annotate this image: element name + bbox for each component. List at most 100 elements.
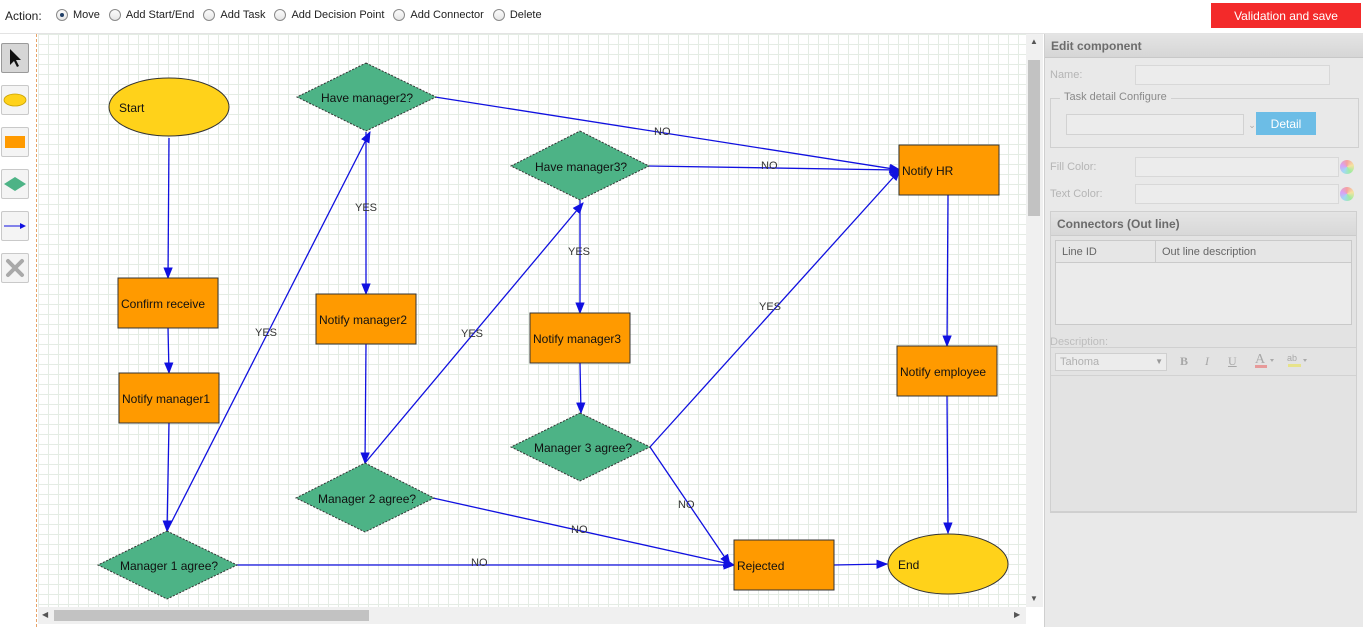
mode-label: Delete [509,9,542,21]
connector-rejected-end[interactable] [833,559,889,569]
decision-manager1-agree[interactable]: Manager 1 agree? [96,530,239,600]
text-color-input[interactable] [1135,184,1339,204]
detail-button[interactable]: Detail [1256,112,1316,135]
mode-label: Add Task [220,9,266,21]
highlight-color-button[interactable]: ab [1287,351,1309,373]
connector-agree2-rejected[interactable] [432,497,736,568]
mode-move-radio[interactable]: Move [56,9,100,21]
highlight-icon: ab [1287,353,1307,367]
connector-confirm-notify1[interactable] [164,327,174,375]
column-header-line-id[interactable]: Line ID [1056,241,1156,263]
task-notify-manager1[interactable]: Notify manager1 [118,372,220,424]
mode-add-task-radio[interactable]: Add Task [203,9,265,21]
scroll-left-icon[interactable]: ◀ [42,610,49,619]
task-rejected[interactable]: Rejected [733,539,835,591]
font-select[interactable]: Tahoma ▼ [1055,353,1167,371]
description-editor[interactable]: Tahoma ▼ B I U A ab [1050,347,1357,512]
edge-label-no: NO [761,160,778,172]
edit-component-panel: Edit component Name: Task detail Configu… [1044,34,1363,627]
panel-title: Edit component [1045,34,1363,58]
ellipse-icon [3,93,27,107]
task-label: Notify manager1 [122,392,210,406]
name-label: Name: [1050,69,1083,81]
delete-tool[interactable] [1,253,29,283]
font-color-button[interactable]: A [1254,351,1276,373]
scroll-down-icon[interactable]: ▼ [1030,594,1038,603]
decision-have-manager2[interactable]: Have manager2? [295,62,438,132]
connector-agree1-have2[interactable] [166,130,371,532]
mode-delete-radio[interactable]: Delete [492,9,542,21]
connector-notify3-agree3[interactable] [576,362,586,415]
color-picker-icon[interactable] [1340,160,1354,174]
mode-add-decision-radio[interactable]: Add Decision Point [274,9,384,21]
start-end-tool[interactable] [1,85,29,115]
fill-color-input[interactable] [1135,157,1339,177]
mode-add-start-end-radio[interactable]: Add Start/End [108,9,194,21]
scroll-up-icon[interactable]: ▲ [1030,37,1038,46]
scroll-thumb[interactable] [54,610,369,621]
end-node[interactable]: End [887,533,1009,595]
connector-agree2-have3[interactable] [364,202,584,464]
connector-agree3-rejected[interactable] [649,446,731,566]
connector-hr-employee[interactable] [942,194,952,348]
edge-label-yes: YES [568,246,590,258]
chevron-down-icon[interactable]: ⌄ [1248,120,1256,130]
connector-tool[interactable] [1,211,29,241]
connector-agree3-hr[interactable] [649,169,901,448]
connector-have2-hr[interactable] [434,96,902,173]
connector-employee-end[interactable] [943,395,953,535]
svg-text:A: A [1255,352,1266,367]
decision-manager2-agree[interactable]: Manager 2 agree? [294,462,436,533]
connector-notify2-agree2[interactable] [360,343,370,465]
scroll-right-icon[interactable]: ▶ [1014,610,1021,619]
task-notify-hr[interactable]: Notify HR [898,144,1000,196]
color-picker-icon[interactable] [1340,187,1354,201]
radio-icon[interactable] [108,9,121,21]
connectors [162,96,953,570]
shape-toolbox [0,34,37,627]
radio-icon[interactable] [393,9,406,21]
chevron-down-icon: ▼ [1155,357,1163,366]
canvas-vertical-scrollbar[interactable]: ▲ ▼ [1026,34,1043,607]
edge-label-yes: YES [355,202,377,214]
fill-color-label: Fill Color: [1050,161,1097,173]
task-detail-select[interactable]: ⌄ [1066,114,1256,135]
task-tool[interactable] [1,127,29,157]
bold-button[interactable]: B [1180,354,1189,368]
radio-icon[interactable] [203,9,216,21]
task-confirm-receive[interactable]: Confirm receive [117,277,219,329]
italic-button[interactable]: I [1205,354,1209,368]
decision-manager3-agree[interactable]: Manager 3 agree? [509,412,652,482]
connector-notify1-agree1[interactable] [162,422,172,533]
start-label: Start [119,101,145,115]
underline-button[interactable]: U [1228,354,1237,368]
task-label: Notify manager2 [319,313,407,327]
canvas-horizontal-scrollbar[interactable]: ◀ ▶ [38,607,1026,624]
radio-checked-icon[interactable] [56,9,68,21]
decision-tool[interactable] [1,169,29,199]
mode-add-connector-radio[interactable]: Add Connector [393,9,484,21]
decision-have-manager3[interactable]: Have manager3? [509,130,651,201]
connector-start-confirm[interactable] [163,137,173,280]
connector-have3-hr[interactable] [647,165,902,175]
connectors-grid[interactable]: Line ID Out line description [1055,240,1352,325]
edge-label-no: NO [471,557,488,569]
task-notify-manager2[interactable]: Notify manager2 [315,293,417,345]
decision-label: Have manager3? [535,160,627,174]
task-notify-manager3[interactable]: Notify manager3 [529,312,631,364]
start-node[interactable]: Start [108,77,230,137]
task-detail-legend: Task detail Configure [1060,91,1171,103]
scroll-thumb[interactable] [1028,60,1040,216]
column-header-out-line-description[interactable]: Out line description [1156,241,1351,263]
pointer-tool[interactable] [1,43,29,73]
validation-save-button[interactable]: Validation and save [1211,3,1361,28]
radio-icon[interactable] [274,9,287,21]
mode-label: Add Connector [410,9,484,21]
diagram-canvas[interactable]: YES YES YES YES YES NO NO NO NO NO Start… [38,34,1026,607]
radio-icon[interactable] [492,9,505,21]
task-notify-employee[interactable]: Notify employee [896,345,998,397]
name-input[interactable] [1135,65,1330,85]
connectors-title: Connectors (Out line) [1051,212,1356,236]
edge-label-no: NO [654,126,671,138]
flow-diagram: YES YES YES YES YES NO NO NO NO NO Start… [96,62,1009,600]
